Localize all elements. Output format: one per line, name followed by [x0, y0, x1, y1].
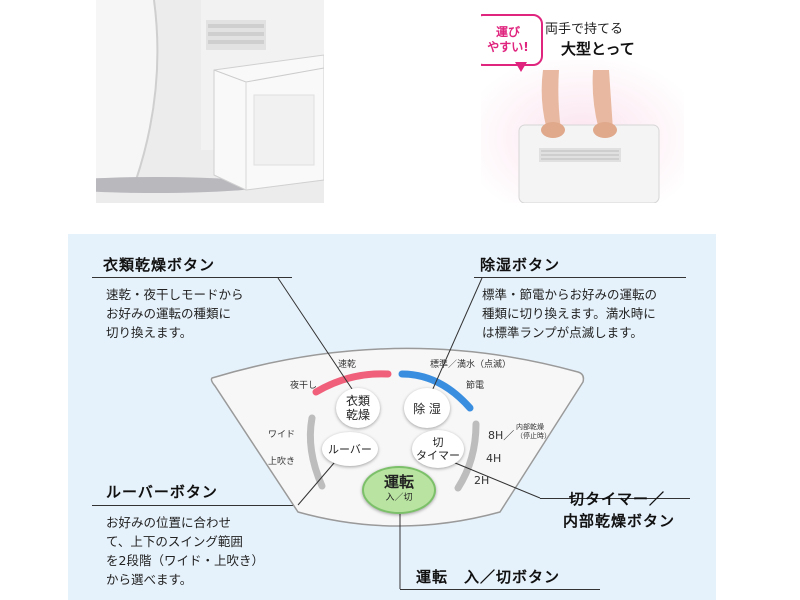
timer-rule: [540, 498, 690, 499]
clothes-dry-button-label: 衣類: [345, 394, 370, 408]
louver-desc-line: て、上下のスイング範囲: [106, 534, 243, 549]
speech-bubble: 運び やすい!: [481, 14, 543, 66]
blue-led-arc: [398, 370, 474, 412]
dehumidifier-tank-photo: [96, 0, 324, 203]
louver-rule: [92, 505, 298, 506]
label-8h: 8H／: [488, 429, 515, 442]
bubble-line-2: やすい!: [487, 40, 529, 54]
label-4h: 4H: [486, 452, 502, 465]
timer-heading-line: 内部乾燥ボタン: [563, 512, 676, 530]
power-rule: [400, 589, 600, 590]
louver-button-label: ルーバー: [328, 443, 372, 456]
label-2h: 2H: [474, 474, 490, 487]
gray-led-right: [454, 420, 480, 492]
internal-dry-line: （停止時）: [516, 432, 551, 440]
label-wide: ワイド: [268, 430, 296, 440]
tank-photo-illustration: [96, 0, 324, 203]
bubble-line-1: 運び: [495, 25, 520, 39]
power-button-label: 運転: [383, 473, 414, 491]
timer-button[interactable]: 切 タイマー: [412, 430, 464, 468]
handle-caption-line-2: 大型とって: [561, 40, 635, 58]
label-setsuden: 節電: [466, 381, 485, 391]
louver-leader-line: [297, 455, 341, 506]
label-internal-dry: 内部乾燥 （停止時）: [516, 423, 551, 441]
dehumidify-desc-line: 種類に切り換えます。満水時に: [482, 306, 656, 321]
louver-desc-line: から選べます。: [106, 572, 193, 587]
label-sokkan: 速乾: [338, 360, 357, 370]
timer-leader-line: [447, 459, 541, 499]
panel-body: [210, 347, 585, 527]
clothes-dry-heading: 衣類乾燥ボタン: [103, 256, 216, 274]
louver-button[interactable]: ルーバー: [322, 432, 378, 466]
dehumidify-desc-line: は標準ランプが点滅します。: [482, 325, 643, 340]
handle-photo: 運び やすい! 両手で持てる 大型とって: [481, 0, 684, 203]
dehumidify-rule: [474, 277, 686, 278]
handle-caption-line-1: 両手で持てる: [545, 22, 624, 37]
clothes-dry-rule: [92, 277, 292, 278]
timer-button-label: タイマー: [416, 449, 460, 462]
gray-led-left: [306, 414, 326, 490]
handle-photo-illustration: [481, 60, 684, 203]
louver-description: お好みの位置に合わせ て、上下のスイング範囲 を2段階（ワイド・上吹き） から選…: [106, 513, 264, 589]
label-yoboshi: 夜干し: [290, 381, 318, 391]
label-uebuki: 上吹き: [268, 457, 296, 467]
bubble-tail: [515, 62, 527, 72]
timer-heading-line: 切タイマー／: [569, 490, 666, 508]
timer-heading: 切タイマー／ 内部乾燥ボタン: [563, 488, 675, 532]
clothes-dry-desc-line: お好みの運転の種類に: [106, 306, 232, 321]
clothes-dry-button[interactable]: 衣類 乾燥: [336, 388, 380, 428]
dehumidify-heading: 除湿ボタン: [480, 256, 561, 274]
power-button-sublabel: 入／切: [385, 493, 413, 503]
clothes-dry-desc-line: 切り換えます。: [106, 325, 193, 340]
clothes-leader-line: [277, 277, 359, 399]
louver-heading: ルーバーボタン: [106, 483, 218, 501]
timer-button-label: 切: [432, 436, 444, 449]
dehumidify-button[interactable]: 除 湿: [404, 388, 450, 428]
clothes-dry-description: 速乾・夜干しモードから お好みの運転の種類に 切り換えます。: [106, 285, 244, 342]
dehumidify-description: 標準・節電からお好みの運転の 種類に切り換えます。満水時に は標準ランプが点滅し…: [482, 285, 657, 342]
power-heading: 運転 入／切ボタン: [416, 568, 561, 586]
dehumidify-desc-line: 標準・節電からお好みの運転の: [482, 287, 658, 302]
label-hyojun: 標準／満水（点滅）: [430, 360, 512, 370]
internal-dry-line: 内部乾燥: [516, 423, 544, 431]
clothes-dry-button-label: 乾燥: [345, 408, 370, 422]
louver-desc-line: お好みの位置に合わせ: [106, 515, 232, 530]
clothes-dry-desc-line: 速乾・夜干しモードから: [106, 287, 244, 302]
dehumidify-button-label: 除 湿: [413, 401, 441, 416]
louver-desc-line: を2段階（ワイド・上吹き）: [106, 553, 264, 568]
power-button[interactable]: 運転 入／切: [362, 466, 436, 514]
dehumidify-leader-line: [427, 277, 483, 401]
pink-led-arc: [312, 370, 392, 396]
